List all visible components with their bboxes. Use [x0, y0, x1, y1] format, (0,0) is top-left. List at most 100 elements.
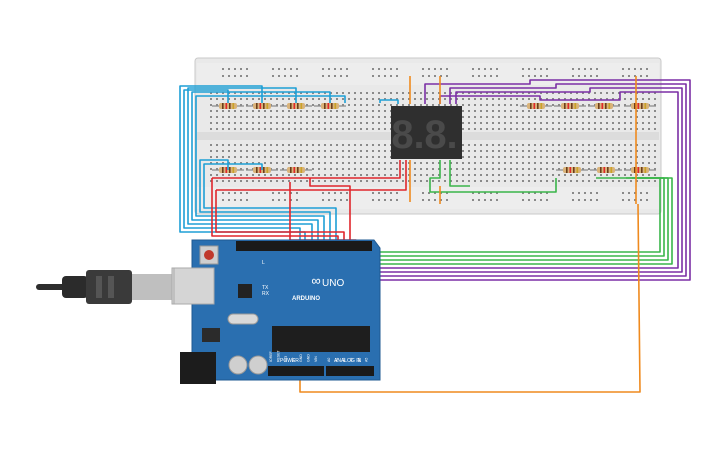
breadboard-hole: [318, 168, 320, 170]
breadboard-hole: [296, 68, 298, 70]
breadboard-hole: [642, 156, 644, 158]
breadboard-hole: [468, 104, 470, 106]
wire-blue[interactable]: [179, 85, 306, 246]
breadboard-hole: [492, 116, 494, 118]
breadboard-hole: [646, 199, 648, 201]
breadboard-hole: [444, 104, 446, 106]
breadboard-hole: [576, 116, 578, 118]
breadboard-hole: [468, 116, 470, 118]
breadboard-hole: [534, 168, 536, 170]
breadboard-hole: [246, 122, 248, 124]
wire-red[interactable]: [216, 160, 407, 191]
breadboard-hole: [372, 180, 374, 182]
breadboard-hole: [354, 144, 356, 146]
breadboard-hole: [282, 162, 284, 164]
breadboard-hole: [642, 116, 644, 118]
wire-blue[interactable]: [203, 163, 337, 246]
breadboard-hole: [438, 92, 440, 94]
breadboard-hole: [240, 98, 242, 100]
breadboard-hole: [480, 116, 482, 118]
pin-label: A3: [350, 358, 354, 362]
breadboard-hole: [546, 162, 548, 164]
breadboard-hole: [462, 116, 464, 118]
reset-button-icon[interactable]: [199, 245, 219, 265]
breadboard-hole: [474, 104, 476, 106]
resistor[interactable]: [590, 167, 622, 173]
breadboard-hole: [438, 168, 440, 170]
breadboard-hole: [384, 162, 386, 164]
wire-green[interactable]: [449, 160, 470, 187]
breadboard-hole: [642, 150, 644, 152]
breadboard-hole: [228, 122, 230, 124]
resistor[interactable]: [520, 103, 552, 109]
breadboard-hole: [558, 98, 560, 100]
breadboard-hole: [546, 122, 548, 124]
breadboard-hole: [328, 68, 330, 70]
breadboard-hole: [468, 156, 470, 158]
breadboard-hole: [480, 128, 482, 130]
breadboard-hole: [516, 156, 518, 158]
power-jack-icon[interactable]: [180, 352, 216, 384]
wire-red[interactable]: [212, 160, 401, 179]
voltage-regulator: [202, 328, 220, 342]
breadboard-hole: [378, 116, 380, 118]
resistor[interactable]: [554, 103, 586, 109]
breadboard-hole: [276, 180, 278, 182]
breadboard-hole: [474, 168, 476, 170]
breadboard-hole: [216, 110, 218, 112]
breadboard-hole: [462, 122, 464, 124]
wire-red[interactable]: [309, 178, 351, 246]
breadboard-hole: [480, 110, 482, 112]
wire-green[interactable]: [372, 177, 661, 253]
breadboard-hole: [618, 180, 620, 182]
resistor[interactable]: [280, 167, 312, 173]
breadboard-hole: [288, 150, 290, 152]
breadboard-hole: [612, 174, 614, 176]
wire-blue[interactable]: [199, 159, 331, 246]
wire-red[interactable]: [215, 190, 345, 246]
wire-blue[interactable]: [379, 99, 399, 104]
arduino-uno-board[interactable]: ∞ ARDUINO UNO L TX RX POWER ANALOG IN IO…: [173, 239, 381, 384]
breadboard-hole: [432, 98, 434, 100]
breadboard-hole: [468, 122, 470, 124]
resistor[interactable]: [280, 103, 312, 109]
seven-segment-display[interactable]: 8. 8.: [391, 106, 462, 159]
breadboard-hole: [252, 144, 254, 146]
pin-label: A4: [357, 358, 361, 362]
wire-green[interactable]: [429, 160, 557, 193]
resistor[interactable]: [588, 103, 620, 109]
breadboard-hole: [246, 199, 248, 201]
wire-purple[interactable]: [301, 91, 679, 269]
breadboard-hole: [334, 75, 336, 77]
breadboard-hole: [348, 128, 350, 130]
breadboard-hole: [300, 150, 302, 152]
breadboard-hole: [330, 180, 332, 182]
breadboard-hole: [612, 128, 614, 130]
breadboard-hole: [552, 174, 554, 176]
breadboard-hole: [578, 199, 580, 201]
breadboard-hole: [240, 92, 242, 94]
breadboard-hole: [240, 168, 242, 170]
resistor[interactable]: [314, 103, 346, 109]
breadboard-hole: [282, 104, 284, 106]
breadboard-hole: [228, 92, 230, 94]
wire-blue[interactable]: [191, 91, 331, 246]
resistor[interactable]: [246, 103, 278, 109]
breadboard-hole: [264, 110, 266, 112]
breadboard-hole: [324, 168, 326, 170]
wire-blue[interactable]: [187, 87, 313, 246]
breadboard-hole: [420, 180, 422, 182]
resistor[interactable]: [212, 103, 244, 109]
power-label: POWER: [280, 358, 299, 364]
breadboard-hole: [628, 68, 630, 70]
breadboard-hole: [552, 168, 554, 170]
breadboard-hole: [634, 199, 636, 201]
wire-orange[interactable]: [299, 203, 641, 393]
breadboard-hole: [272, 199, 274, 201]
wire-blue[interactable]: [195, 95, 346, 246]
breadboard-hole: [390, 104, 392, 106]
resistor[interactable]: [556, 167, 588, 173]
breadboard-hole: [558, 150, 560, 152]
breadboard-hole: [450, 174, 452, 176]
breadboard-hole: [240, 180, 242, 182]
